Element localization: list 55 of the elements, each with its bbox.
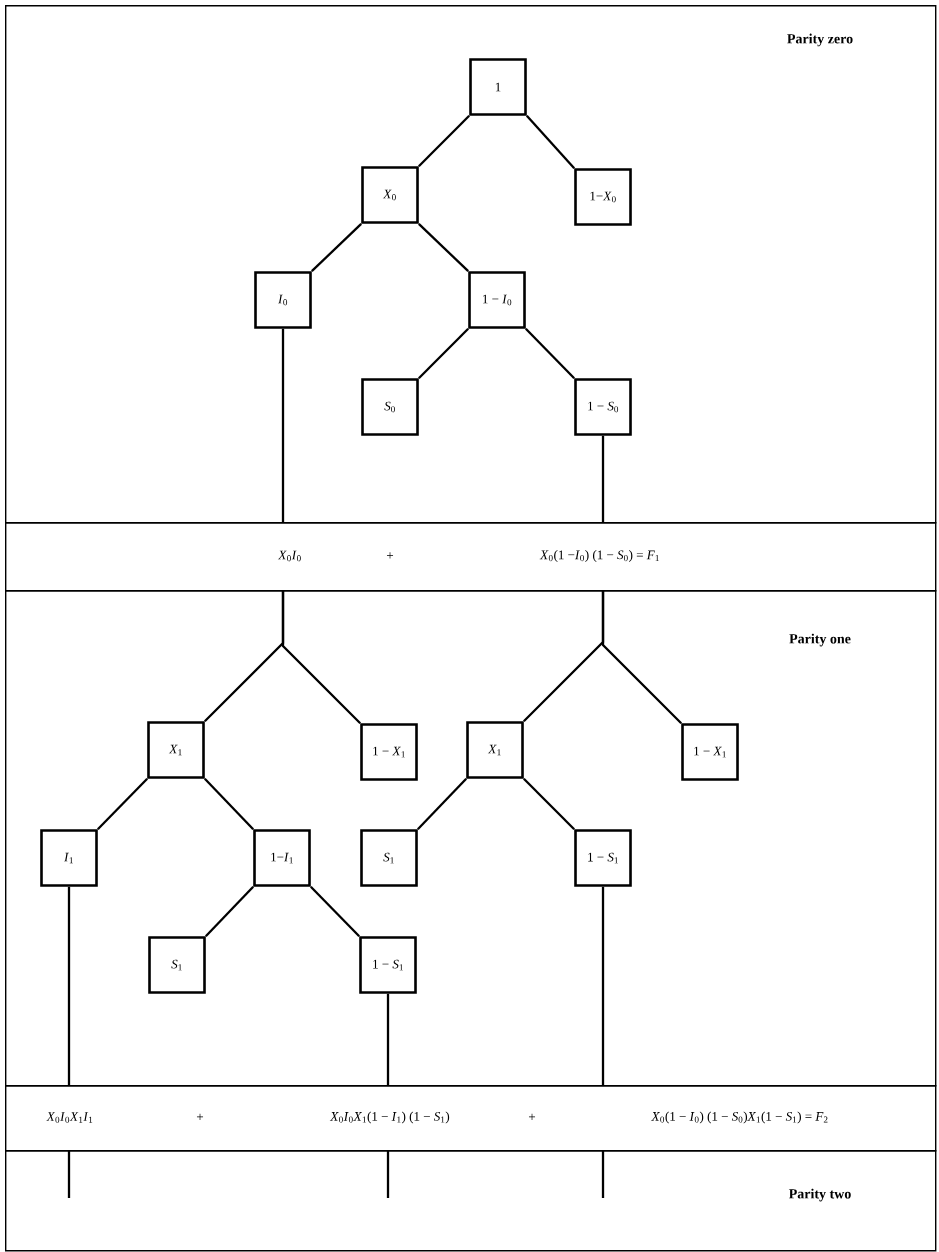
term-box: S$_{1}$ — [148, 936, 206, 994]
connector-line — [386, 993, 390, 1085]
panel-heading: Parity zero — [787, 33, 853, 47]
connector-line — [523, 778, 576, 831]
formula-term: + — [197, 1113, 204, 1120]
formula-band — [5, 1085, 937, 1152]
connector-line — [601, 1150, 605, 1198]
term-box: S$_{0}$ — [361, 378, 419, 436]
connector-line — [418, 328, 470, 379]
formula-term: X$_{0}$(1 −I$_{0}$) (1 − S$_{0}$) = F$_{1}$ — [539, 550, 659, 562]
formula-term: + — [529, 1113, 536, 1120]
connector-line — [310, 886, 361, 937]
connector-line — [96, 778, 149, 830]
connector-line — [204, 886, 255, 937]
connector-line — [281, 328, 285, 522]
term-box: 1 — [469, 58, 527, 116]
connector-line — [203, 778, 255, 830]
term-box: 1 − X$_{1}$ — [360, 723, 418, 781]
connector-line — [525, 328, 576, 379]
formula-term: + — [387, 552, 394, 559]
connector-line — [311, 222, 362, 273]
panel — [5, 5, 937, 524]
term-box: X$_{1}$ — [466, 721, 524, 779]
connector-line — [601, 886, 605, 1085]
term-box: 1−I$_{1}$ — [253, 829, 311, 887]
connector-line — [525, 115, 576, 169]
panel-heading: Parity one — [789, 633, 851, 647]
connector-line — [386, 1150, 390, 1198]
term-box: 1−X$_{0}$ — [574, 168, 632, 226]
formula-term: X$_{0}$I$_{0}$X$_{1}$(1 − I$_{1}$) (1 − S$_{1}$) — [329, 1111, 450, 1124]
connector-line — [601, 590, 683, 725]
term-box: 1 − S$_{1}$ — [574, 829, 632, 887]
term-box: 1 − I$_{0}$ — [468, 271, 526, 329]
connector-line — [418, 222, 469, 273]
term-box: X$_{0}$ — [361, 166, 419, 224]
formula-term: X$_{0}$I$_{0}$X$_{1}$I$_{1}$ — [46, 1112, 93, 1123]
formula-term: X$_{0}$(1 − I$_{0}$) (1 − S$_{0}$)X$_{1}$(1 − S$_{1}$) = F$_{2}$ — [651, 1111, 828, 1124]
formula-term: X$_{0}$I$_{0}$ — [277, 550, 301, 562]
term-box: 1 − X$_{1}$ — [681, 723, 739, 781]
connector-line — [601, 435, 605, 522]
term-box: X$_{1}$ — [147, 721, 205, 779]
panel — [5, 590, 937, 1087]
term-box: S$_{1}$ — [360, 829, 418, 887]
connector-line — [67, 1150, 71, 1198]
connector-line — [67, 886, 71, 1085]
term-box: 1 − S$_{0}$ — [574, 378, 632, 436]
term-box: I$_{0}$ — [254, 271, 312, 329]
connector-line — [418, 115, 471, 167]
panel — [5, 1150, 937, 1252]
term-box: 1 − S$_{1}$ — [359, 936, 417, 994]
connector-line — [416, 778, 468, 830]
term-box: I$_{1}$ — [40, 829, 98, 887]
panel-heading: Parity two — [788, 1188, 851, 1202]
formula-band — [5, 522, 937, 592]
connector-line — [281, 590, 362, 725]
